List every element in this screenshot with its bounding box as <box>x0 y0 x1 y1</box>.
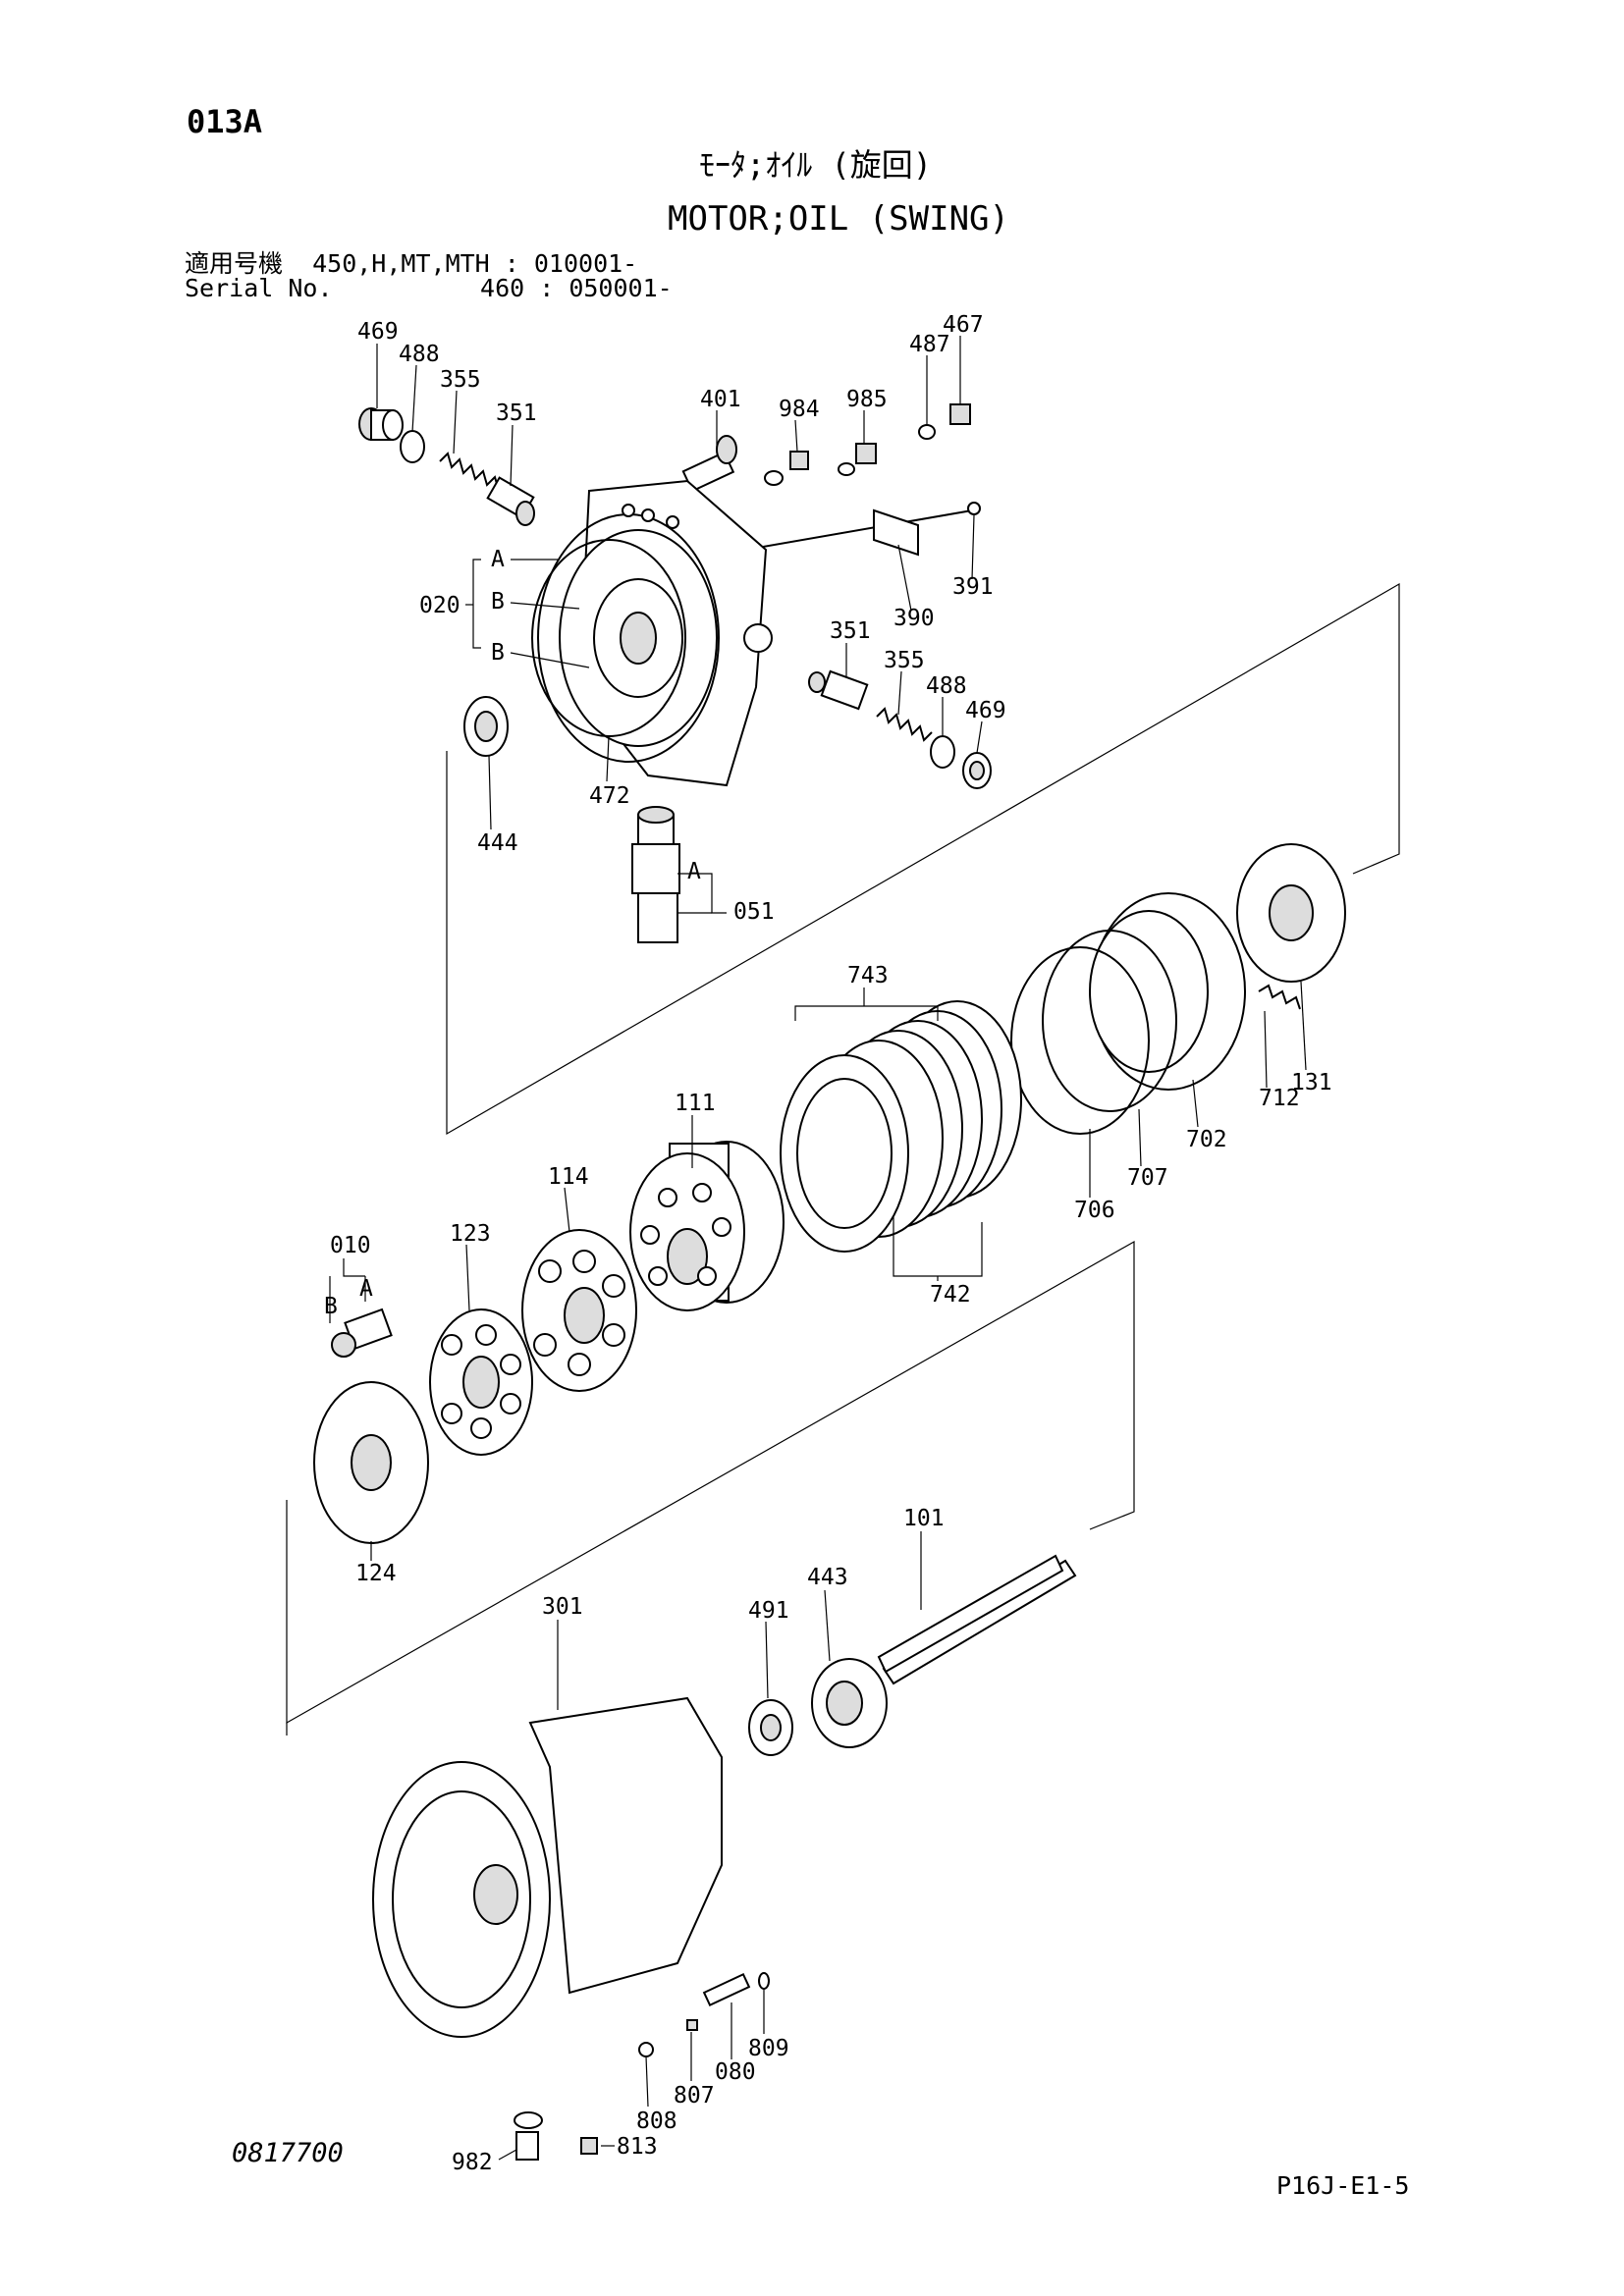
callout-491: 491 <box>748 1598 789 1624</box>
bearing-443 <box>811 1658 888 1748</box>
group-frame-middle <box>286 1240 1135 1725</box>
o-ring-809 <box>758 1972 770 1990</box>
brake-piston-702 <box>1089 892 1246 1091</box>
o-ring-487 <box>918 424 936 440</box>
callout-010: 010 <box>330 1233 371 1258</box>
bolt-391 <box>745 509 973 551</box>
callout-444: 444 <box>477 830 518 856</box>
plug-467 <box>949 403 971 425</box>
callout-355-right: 355 <box>884 648 925 673</box>
callout-467: 467 <box>943 312 984 338</box>
title-english: MOTOR;OIL (SWING) <box>668 199 1009 239</box>
callout-443: 443 <box>807 1565 848 1590</box>
drawing-number: 0817700 <box>232 2138 344 2168</box>
callout-351-right: 351 <box>830 618 871 644</box>
page-reference: P16J-E1-5 <box>1276 2171 1410 2200</box>
callout-080: 080 <box>715 2059 756 2085</box>
sub-B2: B <box>491 640 505 666</box>
callout-985: 985 <box>846 387 888 412</box>
callout-706: 706 <box>1074 1198 1115 1223</box>
callout-472: 472 <box>589 783 630 809</box>
retainer-plate-114 <box>521 1229 637 1392</box>
o-ring-706 <box>1010 946 1150 1135</box>
plug-985 <box>855 443 877 464</box>
callout-469-left: 469 <box>357 319 399 345</box>
o-ring-985 <box>838 462 855 476</box>
oil-seal-491 <box>748 1699 793 1756</box>
callout-391: 391 <box>952 574 994 600</box>
sub-A1: A <box>491 547 505 572</box>
ball-808 <box>638 2042 654 2057</box>
callout-401: 401 <box>700 387 741 412</box>
valve-401 <box>681 435 737 493</box>
callout-131: 131 <box>1291 1070 1332 1095</box>
callout-124: 124 <box>355 1561 397 1586</box>
plates-743-discs-742 <box>780 1000 1022 1253</box>
spool-351-left <box>486 476 535 526</box>
title-japanese: ﾓｰﾀ;ｵｲﾙ (旋回) <box>699 146 933 184</box>
o-ring-984 <box>764 470 784 486</box>
plug-982 <box>514 2111 543 2161</box>
callout-051: 051 <box>733 899 775 925</box>
callout-743: 743 <box>847 963 889 988</box>
shoe-plate-123 <box>429 1308 533 1456</box>
callout-813: 813 <box>617 2134 658 2160</box>
callout-111: 111 <box>675 1091 716 1116</box>
callout-982: 982 <box>452 2150 493 2175</box>
o-ring-707 <box>1042 930 1177 1112</box>
callout-101: 101 <box>903 1506 945 1531</box>
plug-984 <box>789 451 809 470</box>
valve-casing-020 <box>537 479 773 787</box>
callout-487: 487 <box>909 332 950 357</box>
plug-813 <box>580 2137 598 2155</box>
callout-707: 707 <box>1127 1165 1168 1191</box>
group-frame-top <box>446 582 1400 1136</box>
page-code: 013A <box>187 103 263 140</box>
spool-351-right <box>808 669 869 711</box>
callout-809: 809 <box>748 2036 789 2061</box>
plug-080 <box>702 1973 751 2006</box>
sub-A3: A <box>359 1276 373 1302</box>
valve-plate-131 <box>1236 843 1346 983</box>
callout-114: 114 <box>548 1164 589 1190</box>
callout-123: 123 <box>450 1221 491 1247</box>
name-plate-390 <box>873 508 919 557</box>
spring-355-left <box>439 452 508 493</box>
spring-355-right <box>876 707 933 742</box>
callout-390: 390 <box>893 606 935 631</box>
callout-020: 020 <box>419 593 460 618</box>
piston-010 <box>331 1308 393 1358</box>
o-ring-488-left <box>400 430 425 463</box>
callout-469-right: 469 <box>965 698 1006 723</box>
relief-valve-051 <box>631 806 680 943</box>
casing-301 <box>372 1696 723 2038</box>
leader-lines <box>329 336 1307 2161</box>
plug-469-left <box>358 407 404 441</box>
sub-B3: B <box>324 1294 338 1319</box>
callout-712: 712 <box>1259 1086 1300 1111</box>
callout-702: 702 <box>1186 1127 1227 1152</box>
serial-applicability: 適用号機 450,H,MT,MTH : 010001- Serial No. 4… <box>185 249 673 302</box>
cylinder-block-111 <box>629 1141 785 1311</box>
callout-301: 301 <box>542 1594 583 1620</box>
callout-488-right: 488 <box>926 673 967 699</box>
plug-807 <box>686 2019 698 2031</box>
o-ring-488-right <box>930 735 955 769</box>
callout-355-left: 355 <box>440 367 481 393</box>
sub-A2: A <box>687 859 701 884</box>
shaft-101 <box>877 1554 1077 1685</box>
bearing-444 <box>463 696 509 757</box>
thrust-plate-124 <box>313 1381 429 1544</box>
callout-742: 742 <box>930 1282 971 1308</box>
callout-351-left: 351 <box>496 400 537 426</box>
spring-712 <box>1258 984 1301 1010</box>
callout-807: 807 <box>674 2083 715 2109</box>
callout-808: 808 <box>636 2109 677 2134</box>
callout-984: 984 <box>779 397 820 422</box>
plug-469-right <box>962 752 992 789</box>
sub-B1: B <box>491 589 505 614</box>
callout-488-left: 488 <box>399 342 440 367</box>
